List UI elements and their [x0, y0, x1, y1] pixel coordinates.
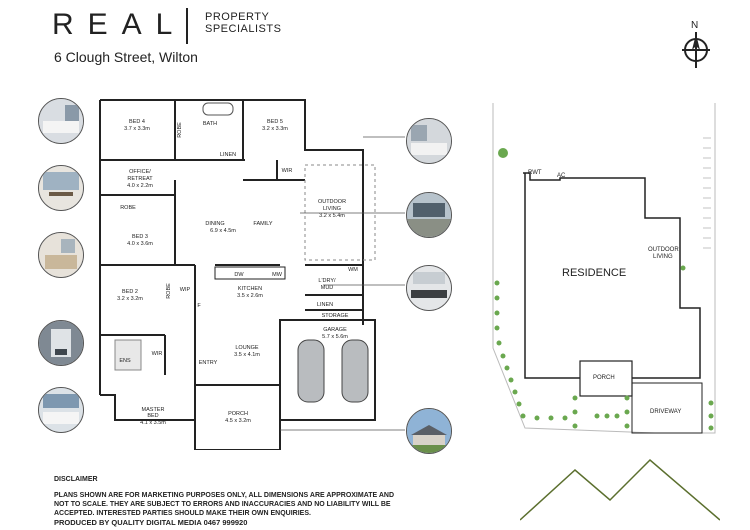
mountain-logo-icon: [520, 458, 720, 521]
compass-icon: N: [682, 20, 710, 68]
photo-thumbnail-master-bed[interactable]: [38, 387, 84, 433]
disclaimer-line-3: ACCEPTED. INTERESTED PARTIES SHOULD MAKE…: [54, 510, 311, 517]
photo-thumbnail-bedroom-2[interactable]: [38, 232, 84, 278]
room-master-size: 4.1 x 3.5m: [140, 420, 166, 426]
room-lounge-size: 3.5 x 4.1m: [234, 352, 260, 358]
room-bed2-name: BED 2: [122, 289, 138, 295]
photo-thumbnail-outdoor[interactable]: [406, 192, 452, 238]
photo-thumbnail-exterior[interactable]: [406, 408, 452, 454]
room-storage: STORAGE: [322, 313, 349, 319]
site-rwt: RWT: [528, 170, 542, 176]
room-master-name1: MASTER: [142, 407, 165, 413]
property-address: 6 Clough Street, Wilton: [54, 49, 198, 65]
room-wir-1: WIR: [282, 168, 293, 174]
room-f: F: [197, 303, 201, 309]
room-master-name2: BED: [147, 413, 158, 419]
room-outdoor-size: 3.2 x 5.4m: [319, 213, 345, 219]
room-lounge-name: LOUNGE: [235, 345, 259, 351]
photo-thumbnail-kitchen[interactable]: [406, 265, 452, 311]
room-garage-name: GARAGE: [323, 327, 347, 333]
site-driveway: DRIVEWAY: [650, 409, 681, 415]
site-outdoor-1: OUTDOOR: [648, 247, 679, 253]
site-residence: RESIDENCE: [562, 267, 626, 279]
room-office-name2: RETREAT: [127, 176, 153, 182]
room-kitchen-size: 3.5 x 2.6m: [237, 293, 263, 299]
site-outdoor-2: LIVING: [653, 254, 673, 260]
room-entry: ENTRY: [199, 360, 218, 366]
appliance-mw: MW: [272, 272, 283, 278]
room-robe-bed4: ROBE: [177, 122, 183, 138]
room-bath: BATH: [203, 121, 217, 127]
room-ldry-name1: L'DRY/: [318, 278, 336, 284]
appliance-wm: WM: [348, 267, 358, 273]
disclaimer-title: DISCLAIMER: [54, 476, 98, 483]
appliance-dw: DW: [234, 272, 244, 278]
brand-divider: [186, 8, 188, 44]
room-bed4-name: BED 4: [129, 119, 145, 125]
site-plan: RWT AC RESIDENCE OUTDOOR LIVING PORCH DR…: [492, 103, 716, 434]
photo-thumbnail-dining[interactable]: [38, 165, 84, 211]
room-bed2-size: 3.2 x 3.2m: [117, 296, 143, 302]
disclaimer-line-2: NOT TO SCALE. THEY ARE SUBJECT TO ERRORS…: [54, 501, 391, 508]
photo-thumbnail-bed5[interactable]: [406, 118, 452, 164]
brand-sub-line1: PROPERTY: [205, 11, 270, 23]
room-kitchen-name: KITCHEN: [238, 286, 262, 292]
brand-logo-text: REAL: [52, 8, 187, 41]
room-ldry-name2: MUD: [321, 285, 334, 291]
room-office-size: 4.0 x 2.2m: [127, 183, 153, 189]
room-office-name1: OFFICE/: [129, 169, 151, 175]
room-bed5-size: 3.2 x 3.3m: [262, 126, 288, 132]
room-garage-size: 5.7 x 5.6m: [322, 334, 348, 340]
disclaimer-credit: PRODUCED BY QUALITY DIGITAL MEDIA 0467 9…: [54, 518, 248, 527]
site-porch: PORCH: [593, 375, 615, 381]
room-bed4-size: 3.7 x 3.3m: [124, 126, 150, 132]
room-outdoor-name2: LIVING: [323, 206, 341, 212]
room-porch-name: PORCH: [228, 411, 248, 417]
room-wip: WIP: [180, 287, 191, 293]
floor-plan: BED 4 3.7 x 3.3m ROBE BATH BED 5 3.2 x 3…: [99, 99, 405, 450]
room-linen-2: LINEN: [317, 302, 333, 308]
room-porch-size: 4.5 x 3.2m: [225, 418, 251, 424]
room-linen-1: LINEN: [220, 152, 236, 158]
room-bed3-name: BED 3: [132, 234, 148, 240]
room-robe-bed3: ROBE: [120, 205, 136, 211]
photo-thumbnail-bedroom[interactable]: [38, 98, 84, 144]
photo-thumbnail-ensuite[interactable]: [38, 320, 84, 366]
room-wir-2: WIR: [152, 351, 163, 357]
room-bed5-name: BED 5: [267, 119, 283, 125]
room-ens: ENS: [119, 358, 131, 364]
brand-subtitle: PROPERTY SPECIALISTS: [205, 11, 281, 35]
room-outdoor-name1: OUTDOOR: [318, 199, 346, 205]
brand-sub-line2: SPECIALISTS: [205, 23, 282, 35]
site-ac: AC: [557, 173, 566, 179]
room-robe-bed2: ROBE: [166, 283, 172, 299]
room-family-name: FAMILY: [253, 221, 272, 227]
room-dining: DINING: [205, 221, 224, 227]
room-bed3-size: 4.0 x 3.6m: [127, 241, 153, 247]
room-family-size: 6.9 x 4.5m: [210, 228, 236, 234]
compass-north-label: N: [691, 20, 698, 31]
disclaimer-line-1: PLANS SHOWN ARE FOR MARKETING PURPOSES O…: [54, 492, 395, 499]
